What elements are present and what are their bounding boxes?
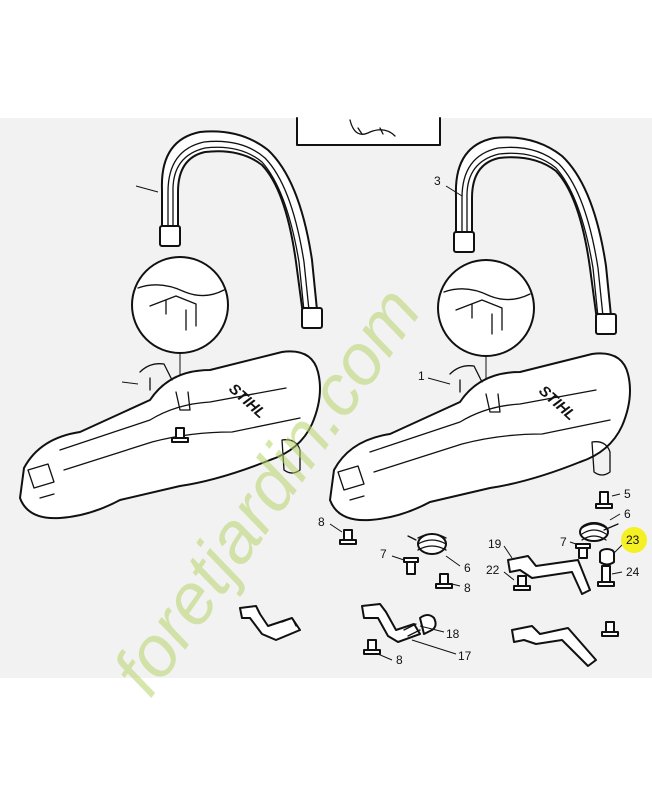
screw-22: 22 [486, 563, 531, 591]
spring-6-right: 6 [579, 507, 631, 542]
screw-7-middle: 7 [380, 547, 419, 575]
screw-7-right: 7 [560, 535, 591, 559]
right-handle-bar: 3 [434, 136, 617, 335]
callout-6-right: 6 [624, 507, 631, 521]
left-detail-magnifier [131, 256, 229, 392]
screw-5: 5 [595, 487, 631, 509]
bracket-lower-right [511, 621, 619, 667]
spring-6-middle: 6 [407, 533, 471, 575]
callout-8-upper: 8 [318, 515, 325, 529]
left-screw [171, 427, 189, 443]
callout-3: 3 [434, 174, 441, 188]
right-handle-frame: STIHL 1 [329, 352, 631, 522]
callout-7-right: 7 [560, 535, 567, 549]
callout-17: 17 [458, 649, 472, 663]
callout-19: 19 [488, 537, 502, 551]
left-handle-frame: STIHL [19, 350, 321, 520]
screw-8-upper: 8 [318, 515, 357, 545]
left-handle-bar [135, 130, 323, 329]
callout-8-middle: 8 [464, 581, 471, 595]
clip-17-18: 18 17 [361, 603, 472, 663]
screw-8-middle: 8 [435, 573, 471, 595]
callout-7-middle: 7 [380, 547, 387, 561]
callout-18: 18 [446, 627, 460, 641]
screw-8-lower: 8 [363, 639, 403, 667]
callout-22: 22 [486, 563, 500, 577]
callout-6-middle: 6 [464, 561, 471, 575]
bushing-23: 23 [599, 527, 647, 566]
detail-inset-top [296, 117, 441, 146]
screw-24: 24 [597, 565, 640, 587]
clip-left [239, 605, 301, 641]
bracket-19: 19 [488, 537, 591, 595]
callout-8-lower: 8 [396, 653, 403, 667]
callout-23: 23 [626, 533, 640, 547]
callout-1: 1 [418, 369, 425, 383]
highlight-marker [621, 527, 647, 553]
callout-5: 5 [624, 487, 631, 501]
callout-24: 24 [626, 565, 640, 579]
